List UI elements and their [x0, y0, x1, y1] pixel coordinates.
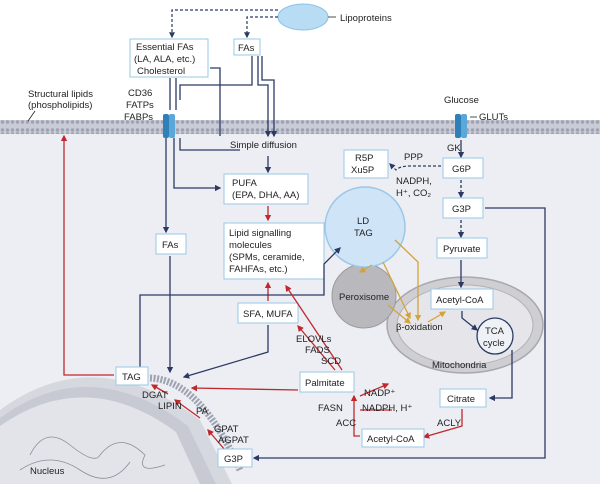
pyruvate-box: Pyruvate: [436, 237, 488, 259]
de-novo-lipogenesis-arrows: [350, 383, 392, 437]
lipid-signalling-line1: Lipid signalling: [229, 228, 291, 239]
essential-fas-box: Essential FAs (LA, ALA, etc.) Cholestero…: [129, 38, 209, 78]
acetyl-coa-mito-box: Acetyl-CoA: [430, 288, 494, 310]
palmitate-box: Palmitate: [299, 371, 355, 393]
citrate-label: Citrate: [447, 394, 475, 405]
sfa-mufa-label: SFA, MUFA: [243, 309, 293, 320]
pufa-line2: (EPA, DHA, AA): [232, 190, 299, 201]
acc-label: ACC: [336, 418, 356, 429]
lipoprotein-flow: [169, 9, 278, 39]
glut-transporter-icon: [455, 114, 467, 138]
essential-fas-line1: Essential FAs: [136, 42, 194, 53]
lipid-signalling-box: Lipid signalling molecules (SPMs, cerami…: [223, 222, 325, 280]
essential-fas-line2: (LA, ALA, etc.): [134, 54, 195, 65]
pufa-box: PUFA (EPA, DHA, AA): [223, 173, 309, 205]
scd-label: SCD: [321, 356, 341, 367]
cd36-label: CD36: [128, 88, 152, 99]
pa-label: PA: [196, 406, 209, 417]
lipoproteins-label: Lipoproteins: [340, 13, 392, 24]
nadph-fasn-label: NADPH, H⁺: [362, 403, 412, 414]
nadph-ppp-line2: H⁺, CO₂: [396, 188, 431, 199]
gpat-label: GPAT: [214, 424, 239, 435]
ld-tag-label: TAG: [354, 228, 373, 239]
ppp-arrow: [389, 163, 441, 171]
fas-top-box: FAs: [233, 38, 261, 56]
peroxisome: Peroxisome: [331, 263, 397, 329]
fatps-label: FATPs: [126, 100, 154, 111]
nadph-ppp-line1: NADPH,: [396, 176, 432, 187]
fabps-label: FABPs: [124, 112, 153, 123]
elovls-label: ELOVLs: [296, 334, 332, 345]
mitochondria-label: Mitochondria: [432, 360, 487, 371]
sfa-mufa-box: SFA, MUFA: [237, 302, 299, 324]
agpat-label: AGPAT: [218, 435, 249, 446]
xu5p-label: Xu5P: [351, 165, 374, 176]
tca-to-citrate-arrow: [488, 350, 513, 402]
sfa-routing-arrows: [139, 247, 341, 379]
tca-cycle-icon: [476, 317, 514, 355]
tca-label: TCA: [485, 326, 505, 337]
acetyl-coa-mito-label: Acetyl-CoA: [436, 295, 484, 306]
lipin-label: LIPIN: [158, 401, 182, 412]
structural-lipids-line1: Structural lipids: [28, 89, 93, 100]
ld-label: LD: [357, 216, 369, 227]
lipid-signalling-line3: (SPMs, ceramide,: [229, 252, 305, 263]
lipolysis-arrows: [358, 239, 447, 324]
gluts-label: GLUTs: [479, 112, 508, 123]
pyruvate-label: Pyruvate: [443, 244, 481, 255]
palmitate-label: Palmitate: [305, 378, 345, 389]
plasma-membrane: [0, 120, 600, 134]
fasn-label: FASN: [318, 403, 343, 414]
g3p-bottom-box: G3P: [217, 448, 253, 468]
ppp-label: PPP: [404, 152, 423, 163]
g3p-to-bottom-arrow: [252, 207, 546, 462]
g3p-right-label: G3P: [452, 204, 471, 215]
r5p-box: R5P Xu5P: [343, 149, 389, 179]
acetyl-coa-cyto-label: Acetyl-CoA: [367, 434, 415, 445]
glycerolipid-synthesis-arrows: [60, 134, 226, 451]
nucleus-label: Nucleus: [30, 466, 65, 477]
beta-oxidation-label: β-oxidation: [396, 322, 443, 333]
fads-label: FADS: [305, 345, 330, 356]
citrate-box: Citrate: [439, 388, 487, 408]
fa-transporter-icon: [163, 114, 175, 138]
essential-fas-line3: Cholesterol: [137, 66, 185, 77]
tag-box: TAG: [115, 366, 149, 386]
lipid-signalling-line2: molecules: [229, 240, 272, 251]
fa-uptake-arrows: [162, 56, 278, 374]
g6p-label: G6P: [452, 164, 471, 175]
fas-mid-label: FAs: [162, 240, 179, 251]
acly-label: ACLY: [437, 418, 462, 429]
lipid-signalling-line4: FAHFAs, etc.): [229, 264, 288, 275]
glucose-label: Glucose: [444, 95, 479, 106]
dgat-label: DGAT: [142, 390, 168, 401]
nadp-label: NADP⁺: [364, 388, 395, 399]
pufa-line1: PUFA: [232, 178, 257, 189]
lipoprotein-particle: [277, 3, 329, 31]
er-membrane: [149, 374, 244, 472]
simple-diffusion-label: Simple diffusion: [230, 140, 297, 151]
fas-mid-box: FAs: [155, 233, 187, 255]
tca-cycle-label: cycle: [483, 338, 505, 349]
r5p-label: R5P: [355, 153, 373, 164]
peroxisome-label: Peroxisome: [339, 292, 389, 303]
gk-label: GK: [447, 143, 461, 154]
fas-top-label: FAs: [238, 43, 255, 54]
lipid-droplet: LD TAG: [324, 186, 406, 268]
elongation-arrows: [190, 284, 343, 392]
acetyl-to-tca-arrow: [461, 311, 479, 331]
acetyl-coa-cyto-box: Acetyl-CoA: [361, 428, 425, 448]
structural-lipids-line2: (phospholipids): [28, 100, 92, 111]
g3p-right-box: G3P: [442, 197, 484, 219]
g6p-box: G6P: [442, 157, 484, 179]
g3p-bottom-label: G3P: [224, 454, 243, 465]
citrate-to-acetyl-arrow: [422, 409, 463, 439]
tag-label: TAG: [122, 372, 141, 383]
